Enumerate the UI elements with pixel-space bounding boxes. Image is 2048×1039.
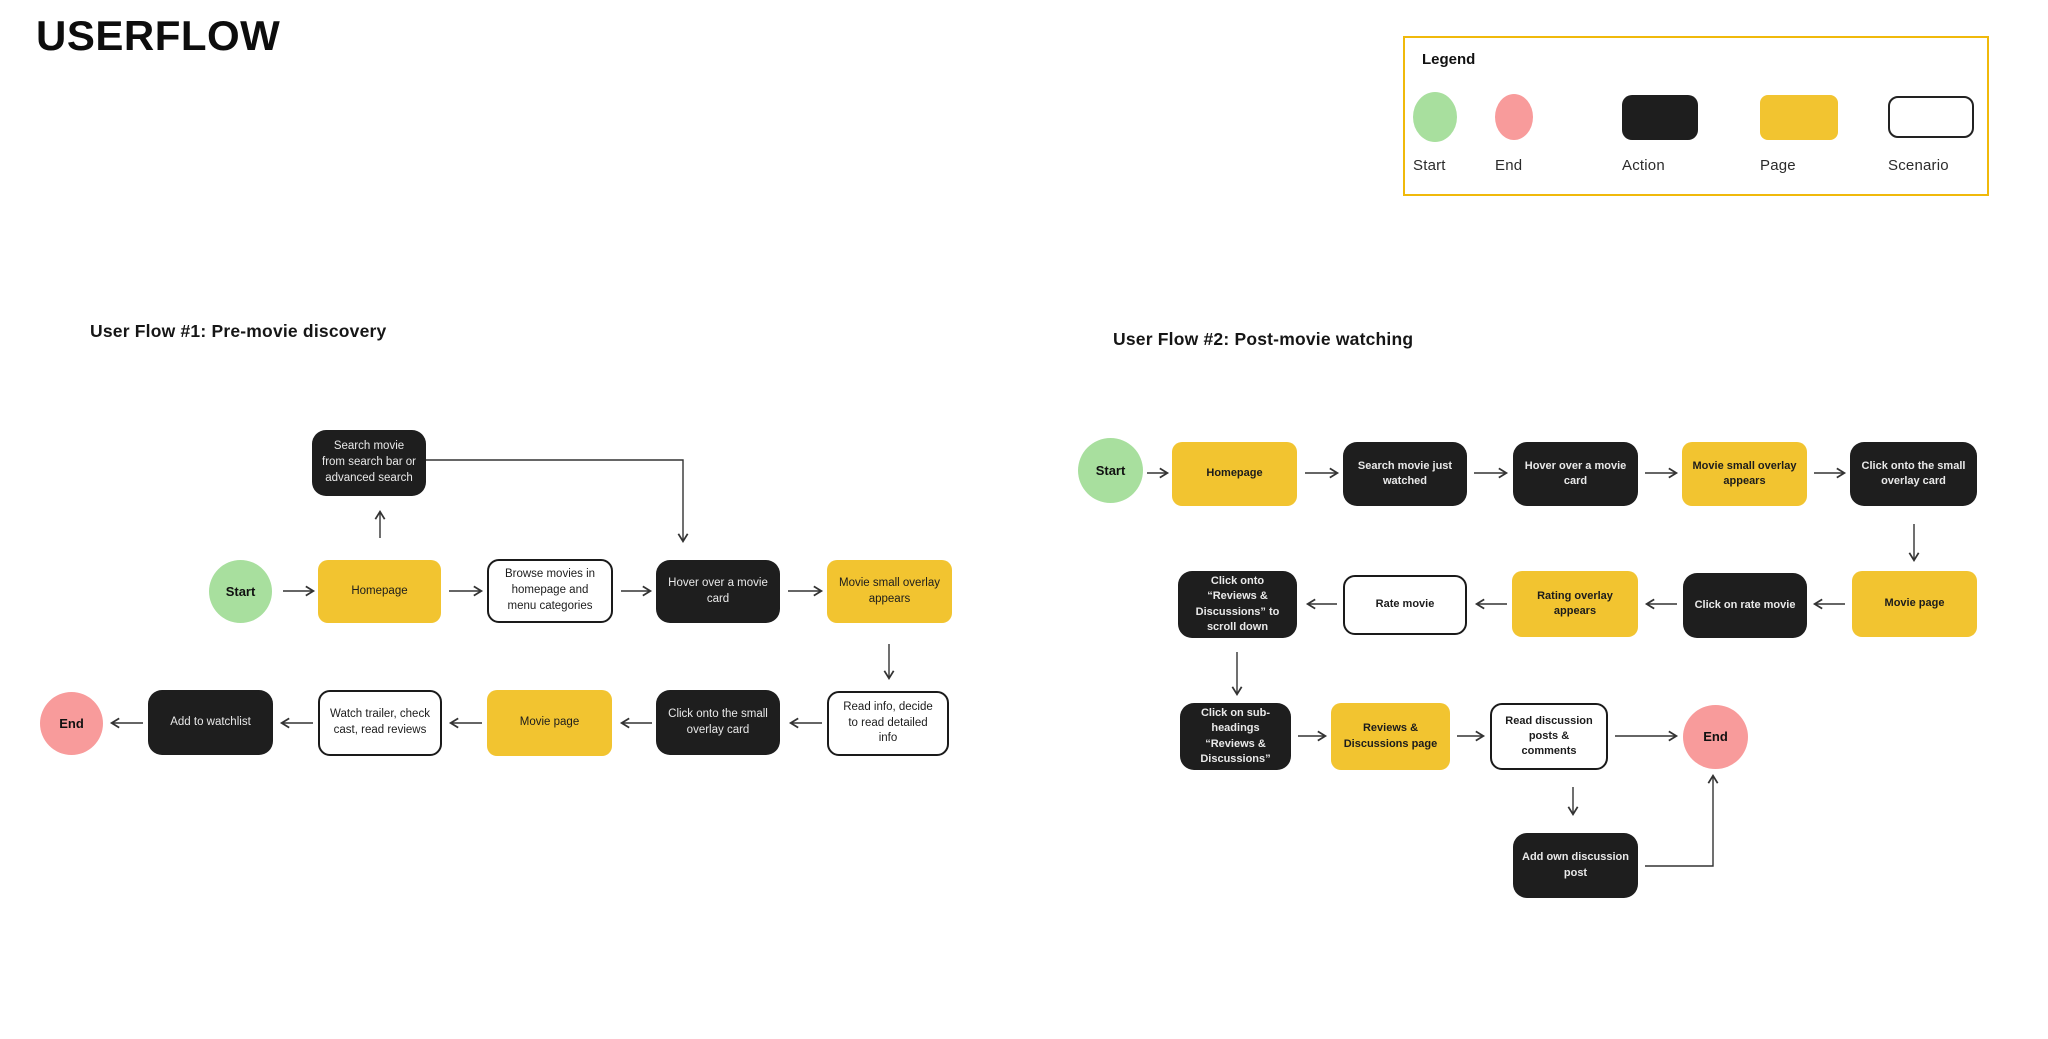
node-f2-click-reviews-scroll: Click onto “Reviews & Discussions” to sc… xyxy=(1178,571,1297,638)
node-f2-rate-movie: Rate movie xyxy=(1343,575,1467,635)
node-label: Search movie from search bar or advanced… xyxy=(322,440,416,484)
node-f2-small-overlay: Movie small overlay appears xyxy=(1682,442,1807,506)
node-label: Movie small overlay appears xyxy=(1692,459,1797,487)
node-f2-homepage: Homepage xyxy=(1172,442,1297,506)
node-label: Reviews & Discussions page xyxy=(1343,722,1438,750)
node-label: Click on sub-headings “Reviews & Discuss… xyxy=(1200,707,1271,765)
legend-item-start: Start xyxy=(1413,88,1457,174)
node-label: Click onto the small overlay card xyxy=(1861,459,1966,487)
node-label: Hover over a movie card xyxy=(668,576,768,605)
page-swatch xyxy=(1760,94,1838,140)
node-f2-click-rate: Click on rate movie xyxy=(1683,573,1807,638)
node-label: Add to watchlist xyxy=(170,715,251,728)
legend-item-page: Page xyxy=(1760,88,1838,174)
node-label: Add own discussion post xyxy=(1522,851,1629,879)
node-f1-hover-card: Hover over a movie card xyxy=(656,560,780,623)
legend-title: Legend xyxy=(1422,51,1476,68)
end-swatch xyxy=(1495,94,1533,140)
node-f2-movie-page: Movie page xyxy=(1852,571,1977,637)
legend-label-page: Page xyxy=(1760,157,1796,174)
node-f1-homepage: Homepage xyxy=(318,560,441,623)
node-f2-reviews-page: Reviews & Discussions page xyxy=(1331,703,1450,770)
node-f2-end: End xyxy=(1683,705,1748,769)
node-label: Hover over a movie card xyxy=(1524,459,1627,487)
node-f2-rating-overlay: Rating overlay appears xyxy=(1512,571,1638,637)
node-f1-small-overlay: Movie small overlay appears xyxy=(827,560,952,623)
node-label: Click onto “Reviews & Discussions” to sc… xyxy=(1195,575,1280,633)
node-f1-browse-movies: Browse movies in homepage and menu categ… xyxy=(487,559,613,623)
node-label: Movie page xyxy=(519,716,580,729)
node-label: Click onto the small overlay card xyxy=(668,707,768,736)
node-f2-hover-card: Hover over a movie card xyxy=(1513,442,1638,506)
node-f1-click-overlay: Click onto the small overlay card xyxy=(656,690,780,755)
node-label: Rate movie xyxy=(1375,598,1435,611)
legend-label-action: Action xyxy=(1622,157,1665,174)
node-f1-read-info: Read info, decide to read detailed info xyxy=(827,691,949,756)
node-label: Browse movies in homepage and menu categ… xyxy=(504,568,596,612)
node-f2-click-subheadings: Click on sub-headings “Reviews & Discuss… xyxy=(1180,703,1291,770)
node-label: Search movie just watched xyxy=(1357,459,1453,487)
legend-box: Legend Start End Action Page Scenario xyxy=(1403,36,1989,196)
node-f2-read-posts: Read discussion posts & comments xyxy=(1490,703,1608,770)
node-label: End xyxy=(1703,729,1728,745)
node-label: Homepage xyxy=(1206,467,1263,480)
node-label: Watch trailer, check cast, read reviews xyxy=(330,708,430,736)
legend-label-start: Start xyxy=(1413,157,1446,174)
flow2-title: User Flow #2: Post-movie watching xyxy=(1113,329,1414,349)
start-swatch xyxy=(1413,92,1457,142)
flow1-title: User Flow #1: Pre-movie discovery xyxy=(90,321,387,341)
node-label: End xyxy=(59,715,84,731)
node-label: Rating overlay appears xyxy=(1537,589,1613,617)
node-label: Movie page xyxy=(1884,597,1945,610)
legend-label-end: End xyxy=(1495,157,1523,174)
node-f2-click-overlay: Click onto the small overlay card xyxy=(1850,442,1977,506)
node-label: Homepage xyxy=(351,584,408,597)
node-label: Read info, decide to read detailed info xyxy=(843,700,933,745)
node-f2-search-watched: Search movie just watched xyxy=(1343,442,1467,506)
page-title: USERFLOW xyxy=(36,12,281,59)
node-f2-add-post: Add own discussion post xyxy=(1513,833,1638,898)
scenario-swatch xyxy=(1888,96,1974,138)
legend-item-end: End xyxy=(1495,88,1533,174)
node-label: Click on rate movie xyxy=(1694,598,1796,611)
node-label: Read discussion posts & comments xyxy=(1505,714,1593,758)
node-label: Movie small overlay appears xyxy=(839,576,940,605)
node-label: Start xyxy=(1095,462,1126,478)
node-f1-start: Start xyxy=(209,560,272,623)
node-f1-movie-page: Movie page xyxy=(487,690,612,756)
node-label: Start xyxy=(225,583,256,599)
action-swatch xyxy=(1622,94,1698,140)
node-f2-start: Start xyxy=(1078,438,1143,503)
legend-label-scenario: Scenario xyxy=(1888,157,1949,174)
node-f1-end: End xyxy=(40,692,103,755)
node-f1-search-from-bar: Search movie from search bar or advanced… xyxy=(312,430,426,496)
node-f1-add-watchlist: Add to watchlist xyxy=(148,690,273,755)
legend-item-scenario: Scenario xyxy=(1888,88,1974,174)
legend-item-action: Action xyxy=(1622,88,1698,174)
node-f1-watch-trailer: Watch trailer, check cast, read reviews xyxy=(318,690,442,756)
